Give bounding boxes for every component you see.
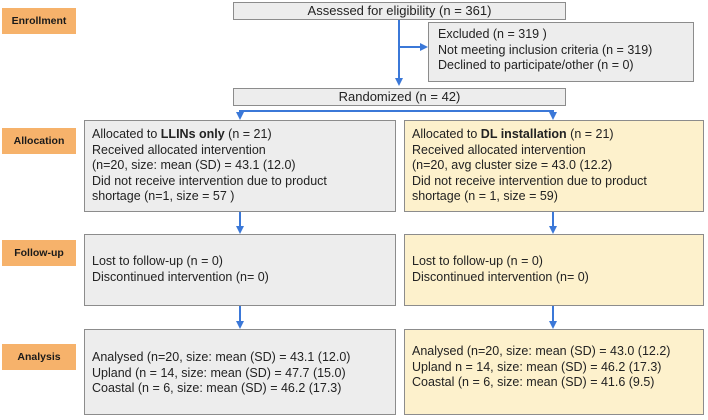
followup-left-discontinued: Discontinued intervention (n= 0) [92, 269, 269, 284]
allocation-right-count: (n = 21) [566, 127, 614, 141]
assessed-text: Assessed for eligibility (n = 361) [307, 3, 492, 18]
stage-analysis-text: Analysis [17, 351, 61, 363]
allocation-left-prefix: Allocated to [92, 127, 161, 141]
allocation-right-title: Allocated to DL installation (n = 21) [412, 127, 703, 143]
assessed-box: Assessed for eligibility (n = 361) [233, 2, 566, 20]
analysis-right-upland: Upland n = 14, size: mean (SD) = 46.2 (1… [412, 359, 662, 374]
followup-right-lost: Lost to follow-up (n = 0) [412, 254, 543, 268]
excluded-box: Excluded (n = 319 ) Not meeting inclusio… [428, 22, 694, 82]
analysis-left-box: Analysed (n=20, size: mean (SD) = 43.1 (… [84, 329, 396, 415]
excluded-declined: Declined to participate/other (n = 0) [438, 58, 634, 72]
stage-enrollment-text: Enrollment [11, 15, 67, 27]
allocation-left-not-received-detail: shortage (n=1, size = 57 ) [92, 189, 235, 203]
randomized-box: Randomized (n = 42) [233, 88, 566, 106]
allocation-right-not-received-detail: shortage (n = 1, size = 59) [412, 189, 558, 203]
allocation-left-count: (n = 21) [224, 127, 272, 141]
stage-label-enrollment: Enrollment [2, 8, 76, 34]
followup-right-discontinued: Discontinued intervention (n= 0) [412, 269, 589, 284]
excluded-inclusion-criteria: Not meeting inclusion criteria (n = 319) [438, 42, 653, 57]
allocation-left-received-detail: (n=20, size: mean (SD) = 43.1 (12.0) [92, 158, 296, 172]
allocation-left-arm-name: LLINs only [160, 127, 225, 141]
allocation-right-box: Allocated to DL installation (n = 21) Re… [404, 120, 704, 212]
analysis-right-analysed: Analysed (n=20, size: mean (SD) = 43.0 (… [412, 344, 671, 358]
allocation-left-not-received: Did not receive intervention due to prod… [92, 173, 327, 188]
connector-randomized-split [239, 110, 557, 120]
followup-right-box: Lost to follow-up (n = 0) Discontinued i… [404, 234, 704, 306]
stage-followup-text: Follow-up [14, 247, 64, 259]
allocation-right-arm-name: DL installation [480, 127, 567, 141]
allocation-right-received-detail: (n=20, avg cluster size = 43.0 (12.2) [412, 158, 613, 172]
followup-left-box: Lost to follow-up (n = 0) Discontinued i… [84, 234, 396, 306]
stage-label-followup: Follow-up [2, 240, 76, 266]
allocation-left-title: Allocated to LLINs only (n = 21) [92, 127, 395, 143]
randomized-text: Randomized (n = 42) [338, 89, 461, 104]
stage-label-analysis: Analysis [2, 344, 76, 370]
allocation-right-not-received: Did not receive intervention due to prod… [412, 173, 647, 188]
allocation-left-received: Received allocated intervention [92, 142, 266, 157]
excluded-title: Excluded (n = 319 ) [438, 27, 547, 41]
analysis-left-upland: Upland (n = 14, size: mean (SD) = 47.7 (… [92, 365, 346, 380]
analysis-right-coastal: Coastal (n = 6, size: mean (SD) = 41.6 (… [412, 375, 655, 389]
stage-label-allocation: Allocation [2, 128, 76, 154]
allocation-left-box: Allocated to LLINs only (n = 21) Receive… [84, 120, 396, 212]
analysis-right-box: Analysed (n=20, size: mean (SD) = 43.0 (… [404, 329, 704, 415]
allocation-right-prefix: Allocated to [412, 127, 481, 141]
analysis-left-coastal: Coastal (n = 6, size: mean (SD) = 46.2 (… [92, 381, 342, 395]
allocation-right-received: Received allocated intervention [412, 142, 586, 157]
analysis-left-analysed: Analysed (n=20, size: mean (SD) = 43.1 (… [92, 350, 351, 364]
stage-allocation-text: Allocation [13, 135, 65, 147]
followup-left-lost: Lost to follow-up (n = 0) [92, 254, 223, 268]
